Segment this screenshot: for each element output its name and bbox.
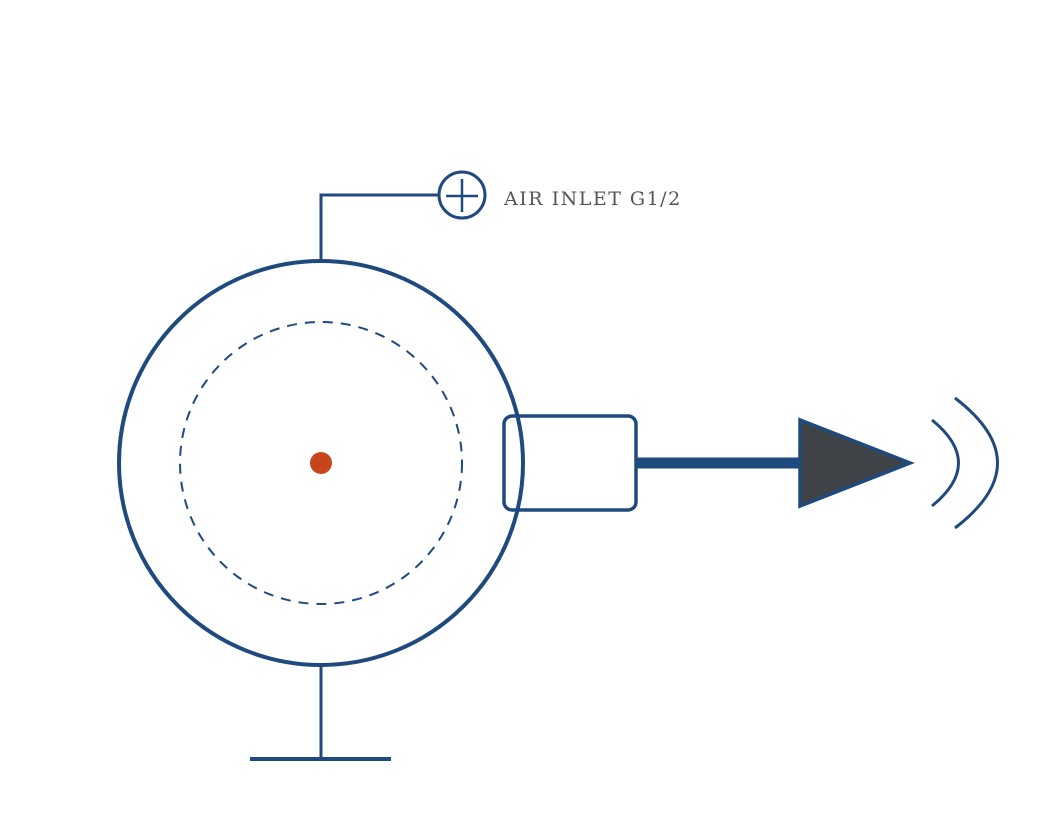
air-supply-line [319, 193, 438, 262]
ground-base-icon [250, 665, 391, 761]
center-dot [310, 452, 332, 474]
triangle-arrow-right-icon [798, 417, 915, 509]
air-inlet-label: AIR INLET G1/2 [503, 188, 682, 210]
rotor-path [179, 321, 463, 605]
sound-wave-icon [931, 396, 999, 530]
plus-in-circle-icon [437, 170, 487, 220]
